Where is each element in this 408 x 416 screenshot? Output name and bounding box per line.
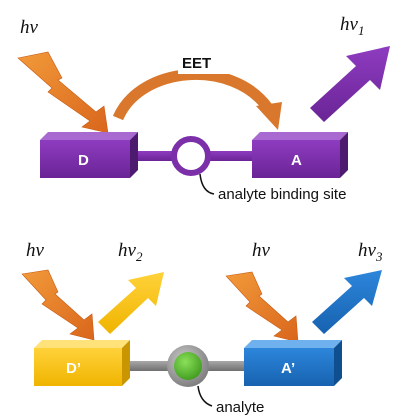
top-panel: hv EET hv1 D A analyte binding site	[17, 14, 390, 203]
modified-acceptor-block: A’	[244, 340, 342, 386]
bottom-right-emission-label: hv3	[358, 240, 383, 264]
eet-transfer-arrow	[112, 68, 273, 121]
eet-arrowhead	[256, 102, 282, 130]
binding-site-pointer	[199, 173, 215, 195]
bottom-left-lightning-icon	[21, 269, 95, 341]
bottom-left-emission-arrow-icon	[98, 272, 164, 334]
binding-site-ring	[171, 136, 211, 176]
acceptor-block: A	[252, 132, 348, 178]
eet-label: EET	[182, 55, 211, 72]
top-excitation-lightning-icon	[17, 51, 109, 134]
modified-acceptor-label: A’	[281, 360, 295, 377]
bottom-left-emission-label: hv2	[118, 240, 143, 264]
analyte-pointer	[197, 385, 213, 407]
bottom-right-lightning-icon	[225, 271, 299, 343]
donor-label: D	[78, 152, 89, 169]
bottom-panel: hv hv2 hv hv3 D’ A’ analyte	[21, 240, 383, 416]
top-excitation-label: hv	[20, 17, 39, 38]
bottom-right-excitation-label: hv	[252, 240, 271, 261]
bottom-left-excitation-label: hv	[26, 240, 45, 261]
donor-block: D	[40, 132, 138, 178]
modified-donor-label: D’	[66, 360, 81, 377]
binding-site-caption: analyte binding site	[218, 186, 346, 203]
bottom-right-emission-arrow-icon	[312, 270, 382, 334]
top-emission-arrow-icon	[310, 46, 390, 122]
analyte-caption: analyte	[216, 399, 264, 416]
analyte-sphere	[174, 352, 202, 380]
modified-donor-block: D’	[34, 340, 130, 386]
top-emission-label: hv1	[340, 14, 364, 38]
acceptor-label: A	[291, 152, 302, 169]
